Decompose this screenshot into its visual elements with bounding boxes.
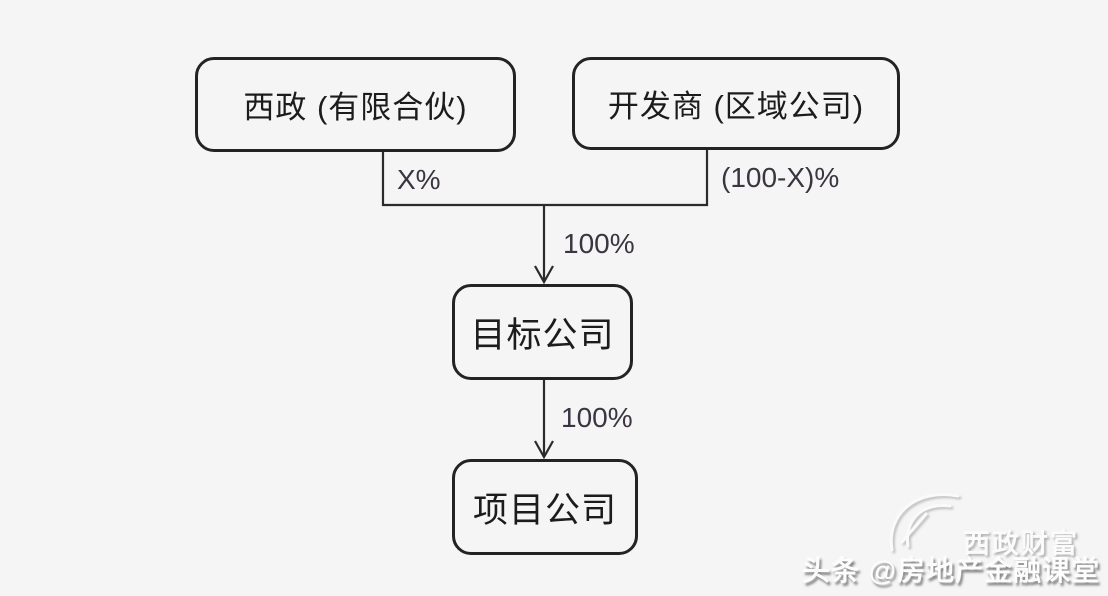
edge-label-target-to-project: 100% bbox=[561, 402, 633, 433]
edge-label-xizheng-share: X% bbox=[397, 164, 441, 195]
watermark-credit: 头条 @房地产金融课堂 bbox=[802, 555, 1101, 586]
watermark-brand: 西政财富 bbox=[963, 529, 1079, 559]
edge-label-developer-share: (100-X)% bbox=[721, 162, 840, 193]
edge-label-group-to-target: 100% bbox=[563, 228, 635, 259]
node-developer-regional-company: 开发商 (区域公司) bbox=[572, 57, 900, 150]
arrowhead-project bbox=[534, 440, 554, 460]
feather-swirl-icon bbox=[889, 493, 960, 552]
node-label: 西政 (有限合伙) bbox=[243, 90, 468, 125]
node-xizheng-limited-partnership: 西政 (有限合伙) bbox=[195, 57, 516, 152]
node-target-company: 目标公司 bbox=[452, 284, 633, 380]
node-label: 目标公司 bbox=[470, 315, 615, 355]
node-project-company: 项目公司 bbox=[452, 459, 638, 555]
node-label: 开发商 (区域公司) bbox=[607, 89, 865, 124]
node-label: 项目公司 bbox=[472, 490, 617, 530]
arrowhead-target bbox=[534, 265, 554, 285]
